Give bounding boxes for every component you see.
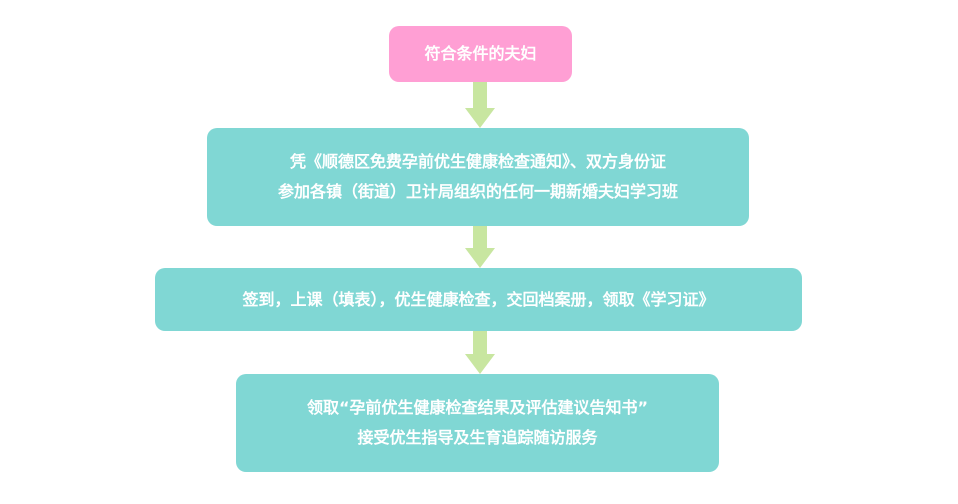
step-4-text-line-1: 领取“孕前优生健康检查结果及评估建议告知书”	[306, 398, 649, 417]
down-arrow-icon	[465, 331, 495, 374]
step-1-box: 符合条件的夫妇	[389, 26, 572, 82]
step-4-box: 领取“孕前优生健康检查结果及评估建议告知书” 接受优生指导及生育追踪随访服务	[236, 374, 719, 472]
down-arrow-icon	[465, 82, 495, 128]
step-2-box: 凭《顺德区免费孕前优生健康检查通知》、双方身份证 参加各镇（街道）卫计局组织的任…	[207, 128, 749, 226]
step-3-box: 签到，上课（填表），优生健康检查，交回档案册，领取《学习证》	[155, 268, 802, 331]
step-4-text-line-2: 接受优生指导及生育追踪随访服务	[357, 428, 598, 447]
step-3-text: 签到，上课（填表），优生健康检查，交回档案册，领取《学习证》	[242, 289, 715, 309]
down-arrow-icon	[465, 226, 495, 268]
step-1-text: 符合条件的夫妇	[424, 44, 537, 63]
step-2-text-line-1: 凭《顺德区免费孕前优生健康检查通知》、双方身份证	[289, 152, 666, 171]
step-2-text-line-2: 参加各镇（街道）卫计局组织的任何一期新婚夫妇学习班	[277, 182, 678, 201]
